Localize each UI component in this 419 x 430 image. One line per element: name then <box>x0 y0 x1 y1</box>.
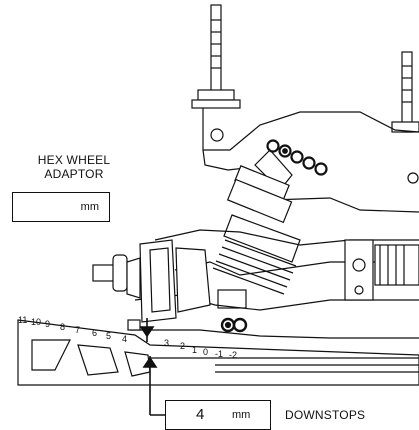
downstops-label: DOWNSTOPS <box>285 408 366 422</box>
gauge-scale-label: 9 <box>45 319 50 329</box>
gauge-scale-label: 11 <box>18 315 27 325</box>
gauge-scale-label: 6 <box>92 328 97 338</box>
gauge-scale-label: 5 <box>106 331 111 341</box>
hex-wheel-adaptor-title-line2: ADAPTOR <box>44 167 104 181</box>
suspension-arms <box>130 229 419 339</box>
hex-wheel-adaptor-unit: mm <box>80 201 99 213</box>
shock-mount-holes <box>220 139 328 333</box>
gauge-scale-label: 4 <box>122 334 127 344</box>
hex-wheel-adaptor-title-line1: HEX WHEEL <box>37 153 111 167</box>
hub-assembly <box>92 239 211 331</box>
gauge-scale-label: 7 <box>75 325 80 335</box>
gauge-scale-label: 0 <box>203 347 208 357</box>
downstops-unit: mm <box>232 409 251 421</box>
downstops-box[interactable]: 4 mm <box>165 400 271 430</box>
shock-absorber <box>212 149 301 309</box>
hex-wheel-adaptor-box[interactable]: mm <box>12 192 110 222</box>
ride-height-gauge <box>17 319 419 386</box>
gauge-scale-label: -2 <box>229 350 237 360</box>
tower-post-right <box>391 51 419 133</box>
gauge-scale-label: 2 <box>180 341 185 351</box>
gauge-scale-label: 3 <box>164 338 169 348</box>
gauge-scale-label: 8 <box>60 322 65 332</box>
tower-post-left <box>191 4 241 109</box>
hex-wheel-adaptor-title: HEX WHEEL ADAPTOR <box>30 153 118 181</box>
gauge-scale-label: 10 <box>31 317 41 327</box>
gauge-scale-label: -1 <box>215 349 223 359</box>
downstops-value: 4 <box>196 406 205 423</box>
gauge-scale-label: 1 <box>192 345 197 355</box>
